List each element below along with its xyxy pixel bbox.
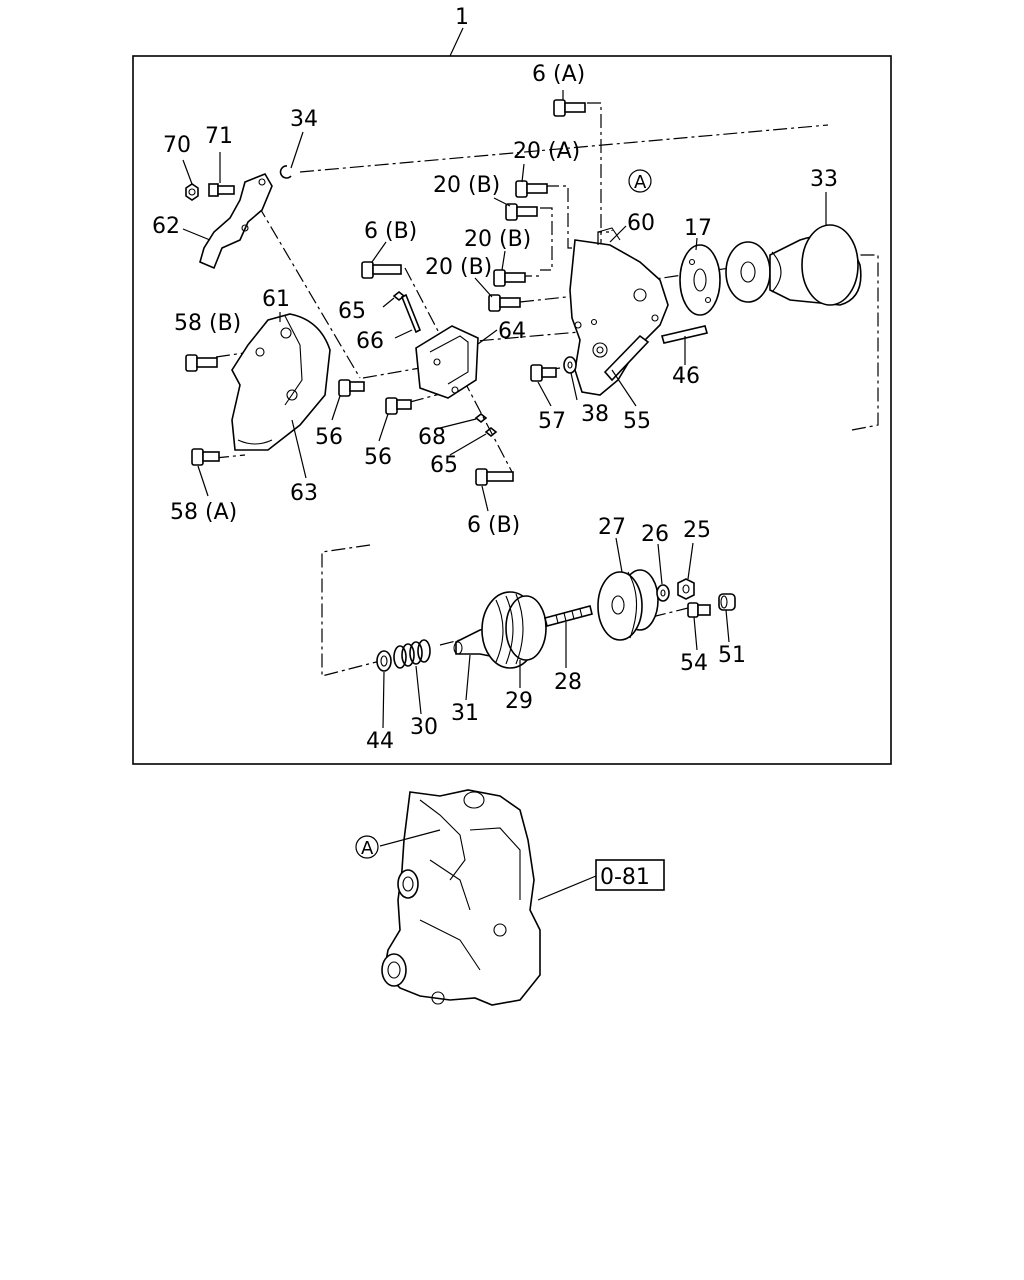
cover-61-63 — [231, 313, 331, 451]
label-34: 34 — [290, 107, 318, 132]
label-20a: 20 (A) — [513, 139, 580, 164]
spring-30 — [393, 639, 431, 669]
label-62: 62 — [152, 214, 180, 239]
bolt-20a — [515, 180, 548, 198]
label-a-lower: A — [361, 838, 374, 859]
bolt-6a — [553, 99, 586, 117]
label-33: 33 — [810, 167, 838, 192]
reference-leaders — [379, 829, 597, 901]
bolt-20b-2 — [493, 269, 526, 287]
label-29: 29 — [505, 689, 533, 714]
label-65-bottom: 65 — [430, 453, 458, 478]
label-60: 60 — [627, 211, 655, 236]
reference-marker-a-upper: A — [628, 169, 652, 193]
fitting-54 — [687, 602, 711, 618]
reference-box-label: 0-81 — [600, 865, 650, 890]
bolt-20b-1 — [505, 203, 538, 221]
clutch-33 — [725, 224, 862, 306]
reference-box: 0-81 — [595, 859, 665, 891]
mounting-plate-60 — [569, 227, 669, 396]
label-58b: 58 (B) — [174, 311, 241, 336]
label-20b-3: 20 (B) — [425, 255, 492, 280]
label-17: 17 — [684, 216, 712, 241]
label-6b-top: 6 (B) — [364, 219, 417, 244]
bolt-6b-top — [361, 261, 402, 279]
label-61: 61 — [262, 287, 290, 312]
pin-46 — [660, 325, 709, 344]
label-20b-2: 20 (B) — [464, 227, 531, 252]
snap-ring-34 — [279, 165, 292, 179]
callout-leaders — [182, 90, 827, 729]
cap-51 — [718, 593, 736, 611]
label-58a: 58 (A) — [170, 500, 237, 525]
washer-38 — [563, 356, 577, 374]
bolt-58a — [191, 448, 220, 466]
clip-68 — [474, 412, 488, 424]
label-55: 55 — [623, 409, 651, 434]
pin-66 — [400, 293, 422, 334]
bracket-62 — [199, 173, 273, 270]
assembly-frame — [132, 27, 892, 765]
label-44: 44 — [366, 729, 394, 754]
label-63: 63 — [290, 481, 318, 506]
pulley-29 — [481, 591, 547, 669]
ring-44 — [376, 650, 392, 672]
nut-70 — [185, 183, 199, 201]
label-64: 64 — [498, 319, 526, 344]
label-71: 71 — [205, 124, 233, 149]
label-27: 27 — [598, 515, 626, 540]
label-66: 66 — [356, 329, 384, 354]
bolt-58b — [185, 354, 218, 372]
label-38: 38 — [581, 402, 609, 427]
reference-marker-a-lower: A — [355, 835, 379, 859]
label-6b-bottom: 6 (B) — [467, 513, 520, 538]
assembly-number-label: 1 — [455, 5, 469, 30]
label-65-top: 65 — [338, 299, 366, 324]
bolt-56-right — [385, 397, 412, 415]
label-56-left: 56 — [315, 425, 343, 450]
pulley-27 — [597, 569, 659, 641]
bolt-57 — [530, 364, 557, 382]
nut-26 — [656, 584, 670, 602]
label-56-right: 56 — [364, 445, 392, 470]
bolt-6b-bottom — [475, 468, 514, 486]
label-25: 25 — [683, 518, 711, 543]
bolt-71 — [208, 183, 235, 197]
arm-55 — [603, 334, 650, 382]
housing-reference — [381, 789, 541, 1006]
label-51: 51 — [718, 643, 746, 668]
bracket-64 — [415, 325, 479, 399]
label-31: 31 — [451, 701, 479, 726]
label-68: 68 — [418, 425, 446, 450]
label-54: 54 — [680, 651, 708, 676]
nut-25 — [677, 578, 695, 600]
flange-17 — [679, 244, 721, 316]
label-a-upper: A — [634, 172, 647, 193]
bolt-28 — [544, 605, 593, 627]
label-26: 26 — [641, 522, 669, 547]
label-70: 70 — [163, 133, 191, 158]
bolt-56-left — [338, 379, 365, 397]
label-20b-1: 20 (B) — [433, 173, 500, 198]
clip-65-top — [392, 290, 406, 302]
clip-65-bottom — [484, 426, 498, 438]
label-28: 28 — [554, 670, 582, 695]
label-30: 30 — [410, 715, 438, 740]
label-6a: 6 (A) — [532, 62, 585, 87]
label-57: 57 — [538, 409, 566, 434]
bolt-20b-3 — [488, 294, 521, 312]
label-46: 46 — [672, 364, 700, 389]
